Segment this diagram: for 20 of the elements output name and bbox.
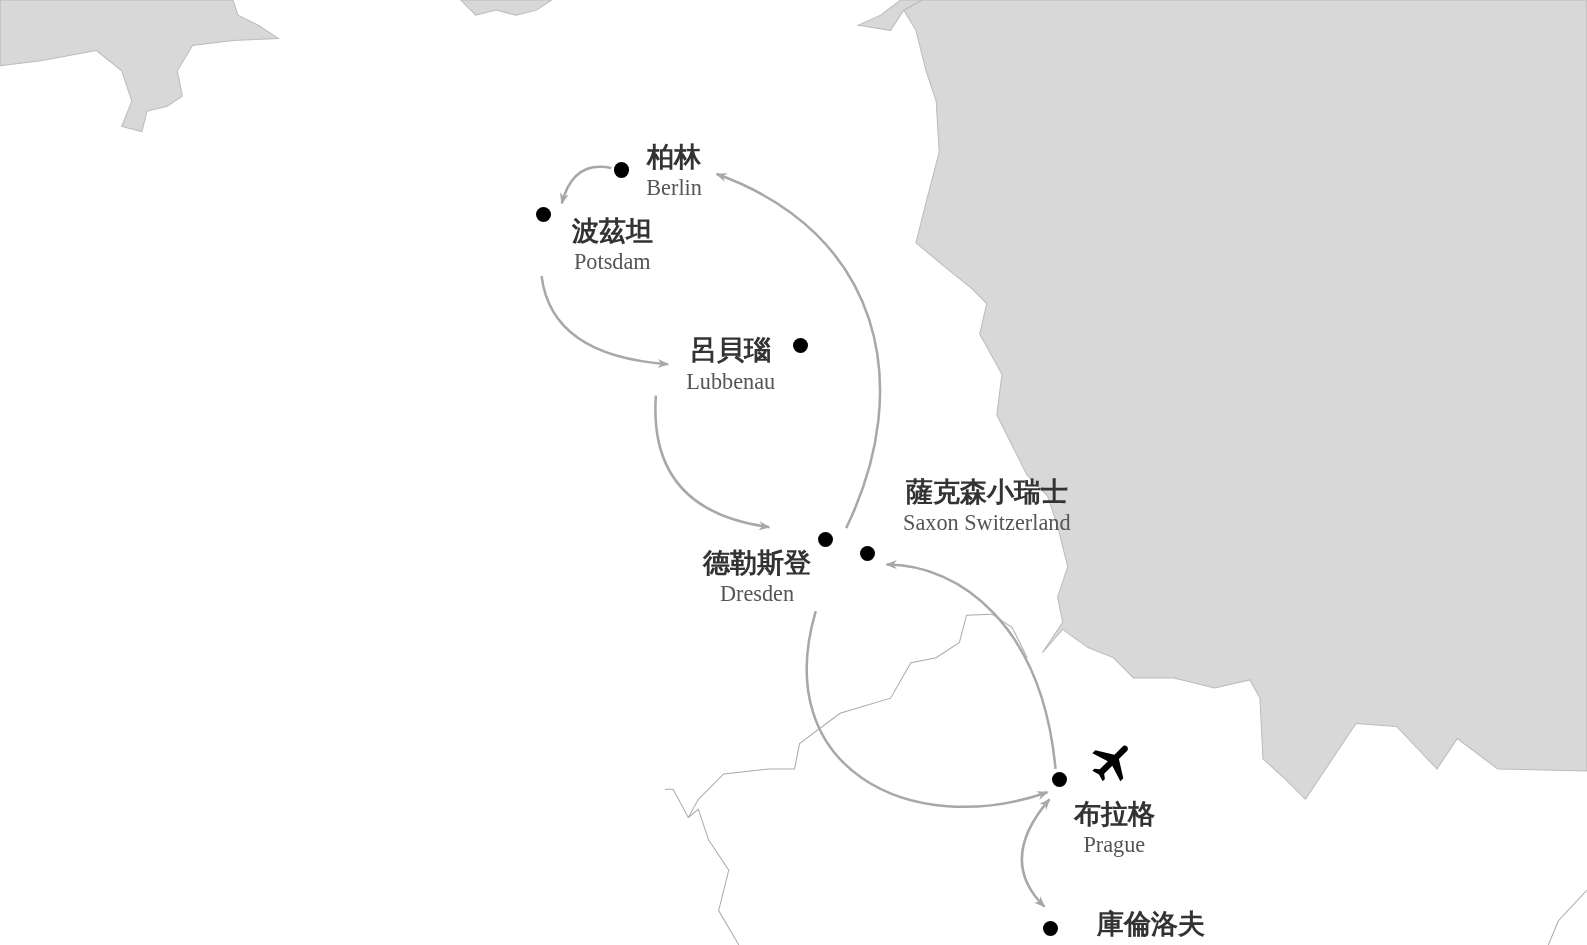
arrow (806, 610, 1049, 808)
place-name-latin: Berlin (646, 177, 702, 200)
arrow (540, 276, 670, 368)
place-name-latin: Dresden (720, 582, 795, 606)
place-name: 庫倫洛夫 (1096, 910, 1205, 938)
arrow (560, 165, 612, 205)
place-name: 薩克森小瑞士 (905, 478, 1068, 506)
place-name-latin: Saxon Switzerland (903, 512, 1071, 535)
arrow (1020, 798, 1051, 908)
place-name: 波茲坦 (571, 217, 653, 245)
arrow (885, 560, 1057, 770)
place-name-latin: Potsdam (574, 251, 651, 274)
arrow (654, 395, 771, 530)
arrow (715, 172, 882, 529)
place-name: 柏林 (647, 143, 702, 171)
place-name: 德勒斯登 (703, 549, 812, 577)
place-name-latin: Prague (1083, 833, 1146, 857)
place-name-latin: Lubbenau (686, 370, 776, 393)
place-name: 呂貝瑙 (690, 336, 772, 364)
place-name: 布拉格 (1073, 800, 1155, 828)
